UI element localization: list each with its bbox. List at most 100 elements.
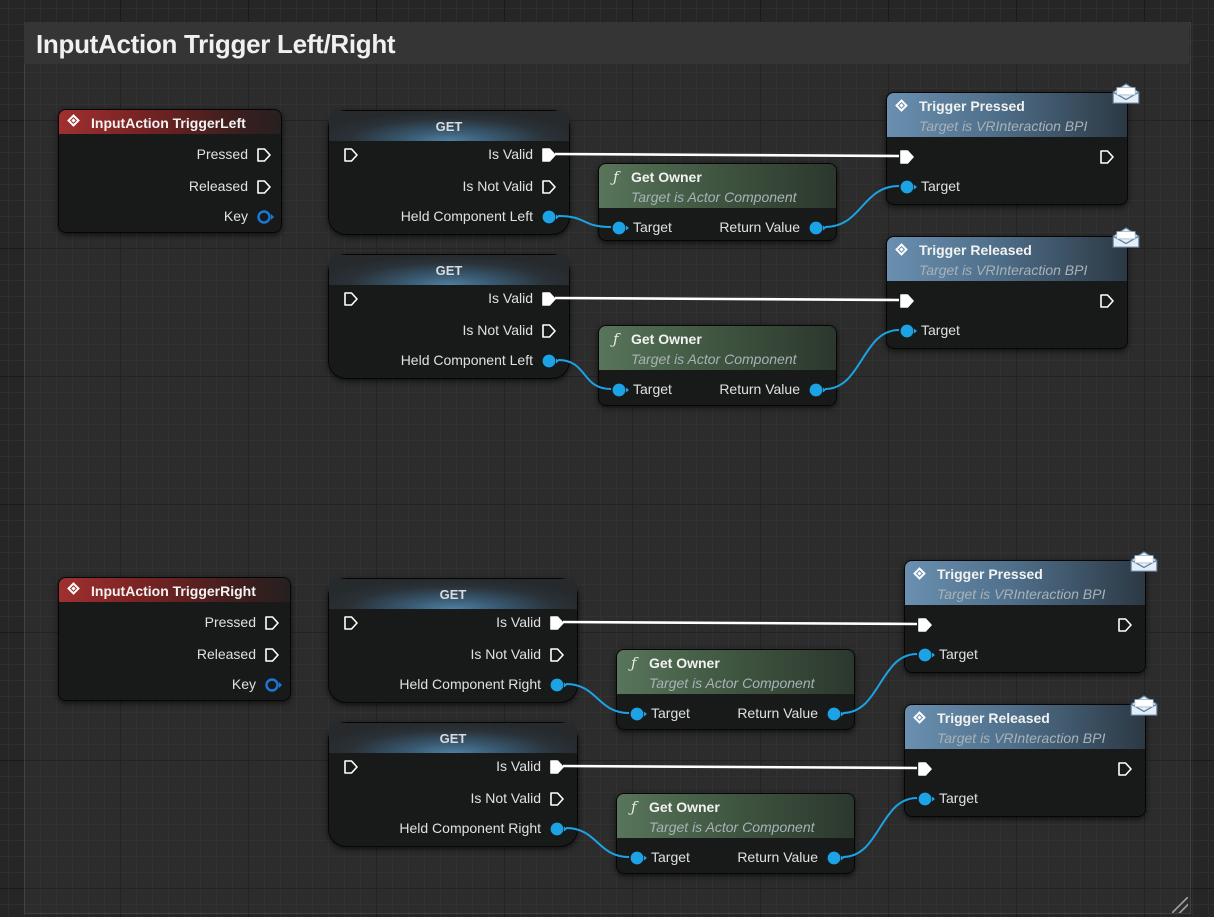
node-subtitle: Target is Actor Component bbox=[631, 351, 797, 367]
is-valid-exec-pin[interactable] bbox=[541, 291, 557, 307]
is-valid-label: Is Valid bbox=[496, 758, 541, 774]
exec-in-pin[interactable] bbox=[899, 293, 915, 309]
is-not-valid-label: Is Not Valid bbox=[470, 646, 541, 662]
held-component-pin[interactable] bbox=[541, 209, 561, 225]
key-label: Key bbox=[231, 676, 256, 692]
held-component-pin[interactable] bbox=[549, 677, 569, 693]
node-title: GET bbox=[439, 731, 467, 746]
is-not-valid-exec-pin[interactable] bbox=[541, 323, 557, 339]
is-not-valid-label: Is Not Valid bbox=[462, 178, 533, 194]
exec-out-pin[interactable] bbox=[1117, 761, 1133, 777]
target-label: Target bbox=[651, 705, 690, 721]
envelope-icon bbox=[1130, 551, 1158, 572]
node-header bbox=[329, 111, 569, 141]
exec-out-pin[interactable] bbox=[1099, 149, 1115, 165]
node-header bbox=[329, 723, 577, 753]
exec-in-pin[interactable] bbox=[343, 291, 359, 307]
exec-out-pin[interactable] bbox=[1117, 617, 1133, 633]
node-header bbox=[905, 561, 1145, 605]
return-value-label: Return Value bbox=[737, 705, 818, 721]
exec-in-pin[interactable] bbox=[343, 147, 359, 163]
node-title: Get Owner bbox=[631, 169, 702, 185]
return-value-pin[interactable] bbox=[808, 382, 828, 398]
node-header bbox=[887, 237, 1127, 281]
is-valid-exec-pin[interactable] bbox=[541, 147, 557, 163]
is-not-valid-label: Is Not Valid bbox=[462, 322, 533, 338]
comment-resize-handle[interactable] bbox=[1172, 897, 1188, 913]
exec-in-pin[interactable] bbox=[343, 615, 359, 631]
target-pin[interactable] bbox=[899, 179, 919, 195]
target-label: Target bbox=[633, 381, 672, 397]
released-label: Released bbox=[196, 646, 256, 662]
node-header bbox=[599, 164, 836, 208]
exec-out-pin[interactable] bbox=[1099, 293, 1115, 309]
node-subtitle: Target is VRInteraction BPI bbox=[919, 118, 1088, 134]
node-subtitle: Target is VRInteraction BPI bbox=[937, 730, 1106, 746]
function-f-icon: ƒ bbox=[613, 168, 619, 186]
held-component-pin[interactable] bbox=[541, 353, 561, 369]
target-pin[interactable] bbox=[899, 323, 919, 339]
pressed-exec-pin[interactable] bbox=[264, 615, 280, 631]
released-exec-pin[interactable] bbox=[256, 179, 272, 195]
node-subtitle: Target is Actor Component bbox=[649, 675, 815, 691]
pressed-exec-pin[interactable] bbox=[256, 147, 272, 163]
pressed-label: Pressed bbox=[196, 146, 248, 162]
node-subtitle: Target is Actor Component bbox=[631, 189, 797, 205]
return-value-pin[interactable] bbox=[808, 220, 828, 236]
target-pin[interactable] bbox=[917, 791, 937, 807]
exec-in-pin[interactable] bbox=[899, 149, 915, 165]
exec-in-pin[interactable] bbox=[917, 617, 933, 633]
is-valid-exec-pin[interactable] bbox=[549, 759, 565, 775]
node-header bbox=[617, 650, 854, 694]
envelope-icon bbox=[1112, 227, 1140, 248]
target-label: Target bbox=[651, 849, 690, 865]
is-not-valid-exec-pin[interactable] bbox=[549, 791, 565, 807]
function-f-icon: ƒ bbox=[631, 798, 637, 816]
return-value-label: Return Value bbox=[719, 381, 800, 397]
released-exec-pin[interactable] bbox=[264, 647, 280, 663]
exec-in-pin[interactable] bbox=[343, 759, 359, 775]
target-label: Target bbox=[939, 790, 978, 806]
target-pin[interactable] bbox=[917, 647, 937, 663]
pressed-label: Pressed bbox=[204, 614, 256, 630]
node-title: GET bbox=[435, 119, 463, 134]
node-title: Get Owner bbox=[631, 331, 702, 347]
node-title: GET bbox=[439, 587, 467, 602]
key-struct-pin[interactable] bbox=[264, 677, 284, 693]
comment-title[interactable]: InputAction Trigger Left/Right bbox=[24, 22, 1189, 64]
return-value-pin[interactable] bbox=[826, 706, 846, 722]
held-component-pin[interactable] bbox=[549, 821, 569, 837]
exec-in-pin[interactable] bbox=[917, 761, 933, 777]
released-label: Released bbox=[188, 178, 248, 194]
return-value-pin[interactable] bbox=[826, 850, 846, 866]
node-title: Trigger Pressed bbox=[937, 566, 1043, 582]
target-pin[interactable] bbox=[629, 706, 649, 722]
is-valid-exec-pin[interactable] bbox=[549, 615, 565, 631]
is-not-valid-exec-pin[interactable] bbox=[541, 179, 557, 195]
node-title: Trigger Released bbox=[919, 242, 1032, 258]
node-title: Trigger Released bbox=[937, 710, 1050, 726]
target-pin[interactable] bbox=[611, 220, 631, 236]
key-struct-pin[interactable] bbox=[256, 209, 276, 225]
node-title: GET bbox=[435, 263, 463, 278]
target-pin[interactable] bbox=[629, 850, 649, 866]
held-component-label: Held Component Right bbox=[399, 820, 541, 836]
is-not-valid-exec-pin[interactable] bbox=[549, 647, 565, 663]
node-title: Get Owner bbox=[649, 799, 720, 815]
target-pin[interactable] bbox=[611, 382, 631, 398]
return-value-label: Return Value bbox=[719, 219, 800, 235]
